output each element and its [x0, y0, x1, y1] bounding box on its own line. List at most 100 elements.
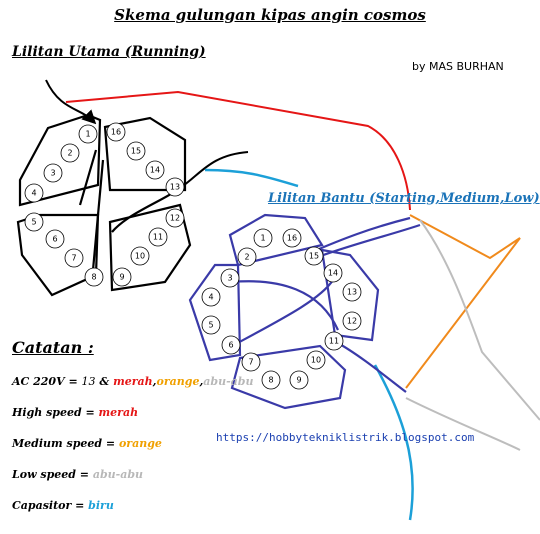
aux-slot-label: 11	[329, 337, 339, 346]
aux-slot	[342, 282, 362, 302]
main-slot	[145, 160, 165, 180]
aux-slots: 1 2 3 4 5 6 7 8 9 10 11 12 13 14 15 16	[201, 228, 362, 390]
aux-winding	[188, 213, 421, 410]
aux-slot	[221, 335, 241, 355]
main-slot	[126, 141, 146, 161]
note-low-label: Low speed =	[12, 468, 93, 481]
aux-slot	[306, 350, 326, 370]
note-capacitor-label: Capasitor =	[12, 499, 89, 512]
note-high-speed: High speed = merah	[12, 406, 138, 419]
main-slot-label: 3	[50, 169, 55, 178]
main-slot-label: 12	[170, 214, 180, 223]
main-slot-label: 15	[131, 147, 141, 156]
main-slot	[78, 124, 98, 144]
main-winding-heading: Lilitan Utama (Running)	[12, 44, 206, 60]
main-slot-label: 2	[67, 149, 72, 158]
high-speed-wire-red	[65, 90, 411, 211]
aux-slot-label: 14	[328, 269, 338, 278]
main-slot-label: 13	[170, 183, 180, 192]
aux-slot-label: 3	[227, 274, 232, 283]
main-slot	[64, 248, 84, 268]
aux-slot-label: 12	[347, 317, 357, 326]
aux-slot	[201, 315, 221, 335]
aux-slot	[261, 370, 281, 390]
note-low-speed: Low speed = abu-abu	[12, 468, 143, 481]
aux-slot	[201, 287, 221, 307]
main-slot-label: 10	[135, 252, 145, 261]
aux-slot	[237, 247, 257, 267]
main-slot	[112, 267, 132, 287]
aux-slot	[324, 331, 344, 351]
note-ac-red: merah	[113, 375, 153, 388]
main-winding	[16, 113, 192, 297]
note-ac-supply: AC 220V = 13 & merah,orange,abu-abu	[12, 375, 254, 388]
aux-slot-label: 8	[268, 376, 273, 385]
main-slot	[43, 163, 63, 183]
aux-slot	[289, 370, 309, 390]
low-speed-wire	[405, 219, 540, 451]
aux-slot	[323, 263, 343, 283]
aux-slot-label: 10	[311, 356, 321, 365]
note-ac-comma-2: ,	[199, 375, 204, 388]
aux-slot-label: 2	[244, 253, 249, 262]
main-slot-label: 16	[111, 128, 121, 137]
main-slot-label: 14	[150, 166, 160, 175]
aux-slot	[304, 246, 324, 266]
aux-slot-label: 4	[208, 293, 213, 302]
note-ac-gray: abu-abu	[203, 375, 254, 388]
note-high-label: High speed =	[12, 406, 99, 419]
main-slot-label: 11	[153, 233, 163, 242]
aux-slot-label: 13	[347, 288, 357, 297]
main-slot-label: 7	[71, 254, 76, 263]
high-speed-wire	[45, 79, 97, 125]
main-slot	[60, 143, 80, 163]
main-slot-label: 4	[31, 189, 36, 198]
capacitor-wire-lower	[373, 364, 414, 521]
aux-slot-label: 7	[248, 358, 253, 367]
main-slot-label: 5	[31, 218, 36, 227]
notes-heading: Catatan :	[12, 338, 94, 357]
medium-speed-wire	[405, 214, 521, 389]
main-slot	[24, 183, 44, 203]
author-credit: by MAS BURHAN	[412, 60, 504, 73]
note-ac-amp: &	[95, 375, 114, 388]
main-slot-label: 1	[85, 130, 90, 139]
main-slots: 1 2 3 4 5 6 7 8 9 10 11 12 13 14 15 16	[24, 122, 185, 287]
main-slot-label: 6	[52, 235, 57, 244]
note-medium-speed: Medium speed = orange	[12, 437, 162, 450]
main-slot	[165, 208, 185, 228]
aux-slot	[220, 268, 240, 288]
main-slot	[130, 246, 150, 266]
main-slot	[24, 212, 44, 232]
note-ac-label: AC 220V =	[12, 375, 82, 388]
note-ac-slot: 13	[81, 375, 96, 388]
aux-slot	[253, 228, 273, 248]
main-slot	[106, 122, 126, 142]
note-high-value: merah	[98, 406, 139, 419]
aux-winding-heading: Lilitan Bantu (Starting,Medium,Low)	[268, 191, 540, 206]
main-slot	[84, 267, 104, 287]
aux-slot-label: 6	[228, 341, 233, 350]
main-slot-label: 9	[119, 273, 124, 282]
aux-slot	[282, 228, 302, 248]
note-capacitor-value: biru	[88, 499, 114, 512]
note-medium-label: Medium speed =	[12, 437, 119, 450]
diagram-title: Skema gulungan kipas angin cosmos	[114, 6, 426, 24]
main-slot-label: 8	[91, 273, 96, 282]
note-ac-orange: orange	[156, 375, 200, 388]
note-capacitor: Capasitor = biru	[12, 499, 114, 512]
aux-slot-label: 1	[260, 234, 265, 243]
aux-slot-label: 9	[296, 376, 301, 385]
capacitor-wire	[204, 168, 299, 188]
note-ac-comma-1: ,	[152, 375, 157, 388]
aux-slot	[241, 352, 261, 372]
note-low-value: abu-abu	[92, 468, 144, 481]
aux-slot-label: 16	[287, 234, 297, 243]
aux-slot-label: 5	[208, 321, 213, 330]
aux-slot	[342, 311, 362, 331]
main-slot	[148, 227, 168, 247]
website-link[interactable]: https://hobbyteknikl­istrik.blogspot.com	[216, 431, 475, 444]
main-slot	[45, 229, 65, 249]
note-medium-value: orange	[118, 437, 162, 450]
